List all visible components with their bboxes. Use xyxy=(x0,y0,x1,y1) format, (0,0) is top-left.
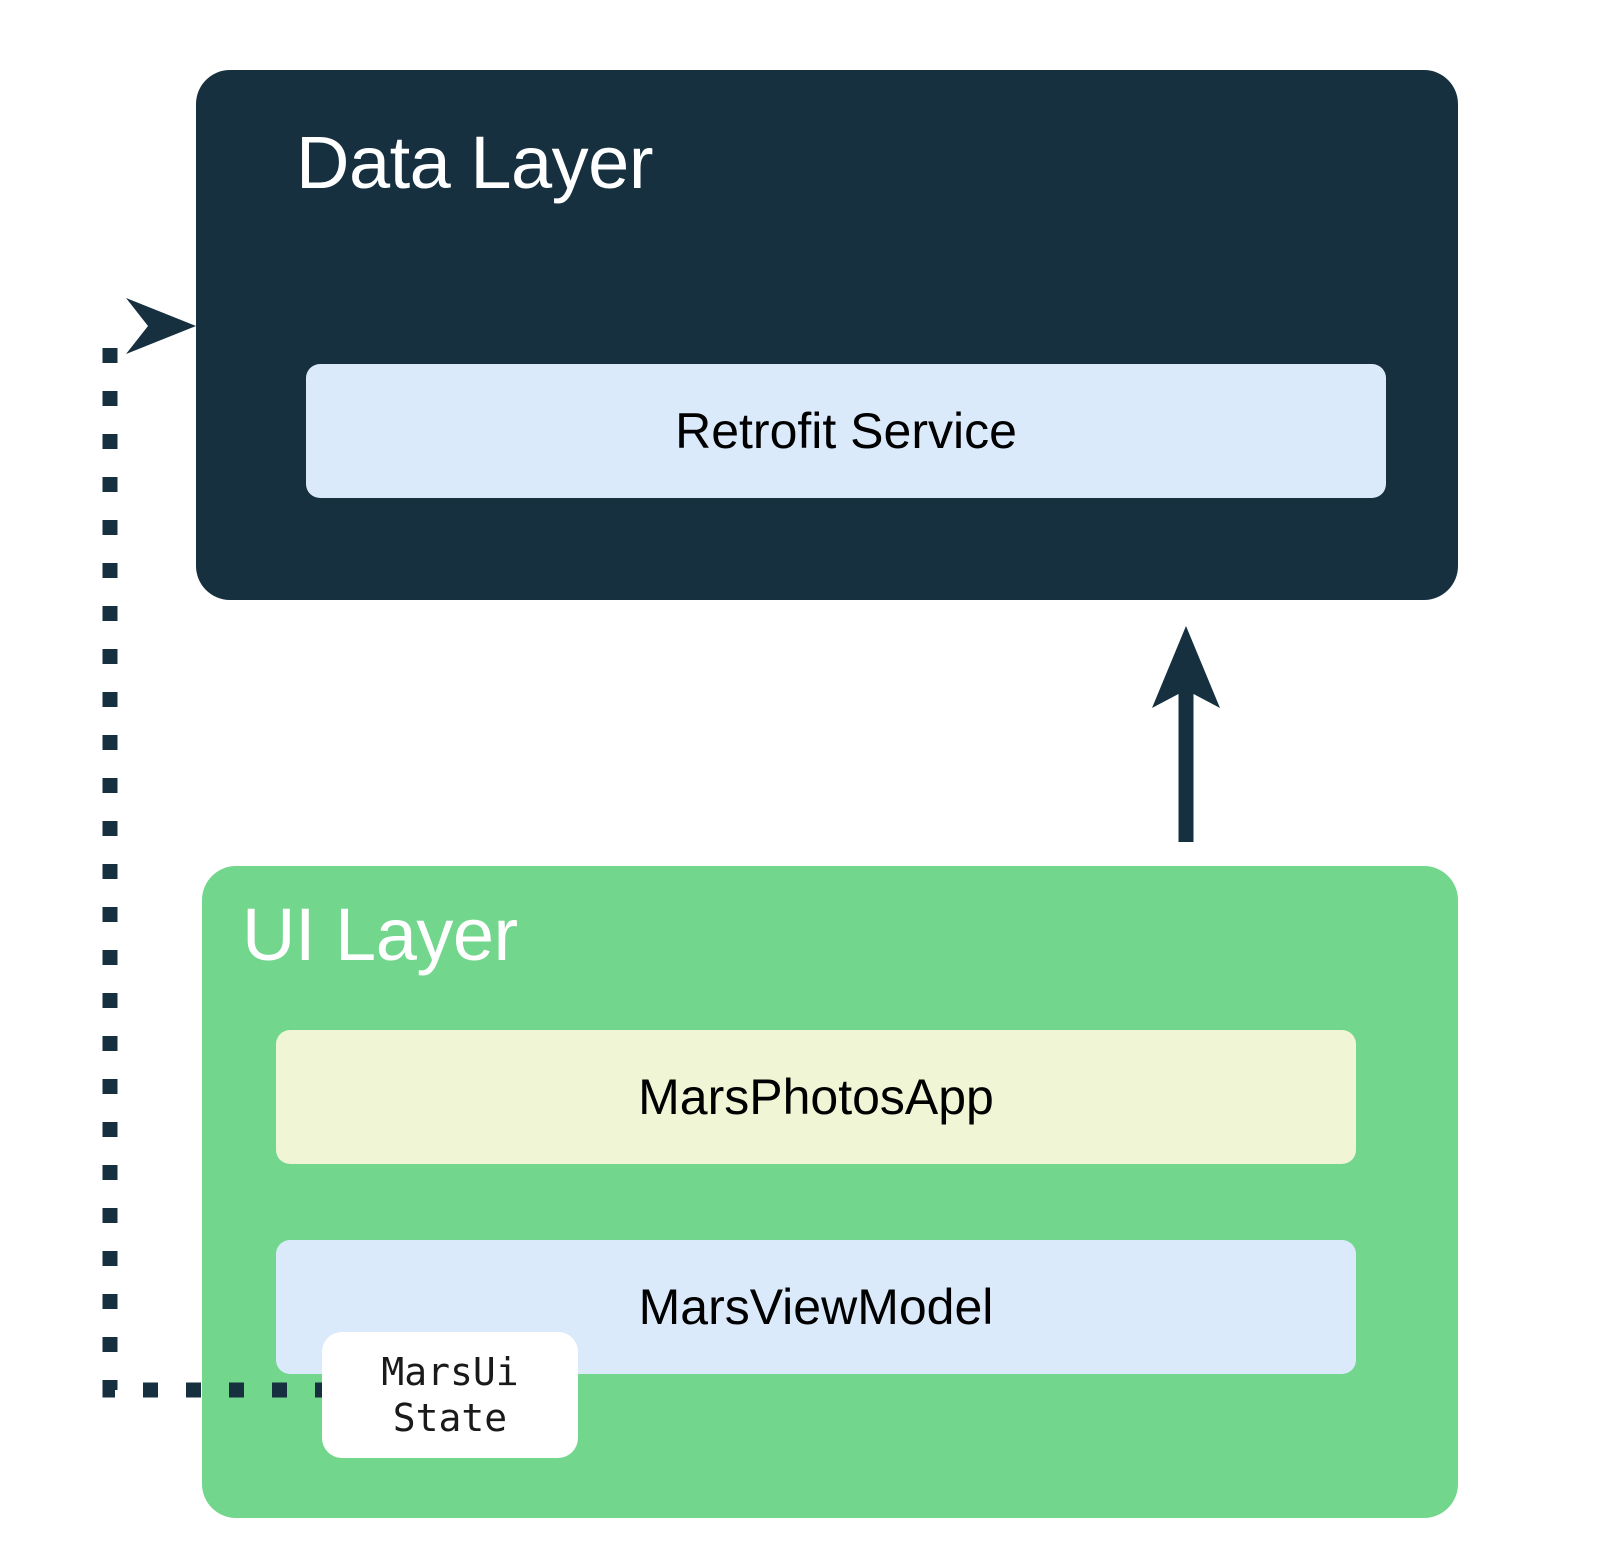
dotted-arrowhead-icon xyxy=(126,298,196,354)
solid-connector-ui-to-data-layer xyxy=(1152,626,1220,842)
mars-photos-app-box: MarsPhotosApp xyxy=(276,1030,1356,1164)
retrofit-service-box: Retrofit Service xyxy=(306,364,1386,498)
mars-ui-state-callout: MarsUi State xyxy=(322,1332,578,1458)
data-layer-container: Data Layer Retrofit Service xyxy=(196,70,1458,600)
ui-layer-title: UI Layer xyxy=(242,893,518,976)
data-layer-title: Data Layer xyxy=(296,121,653,204)
mars-ui-state-line-1: MarsUi xyxy=(381,1349,519,1394)
mars-ui-state-line-2: State xyxy=(392,1396,508,1440)
solid-arrowhead-icon xyxy=(1152,626,1220,708)
